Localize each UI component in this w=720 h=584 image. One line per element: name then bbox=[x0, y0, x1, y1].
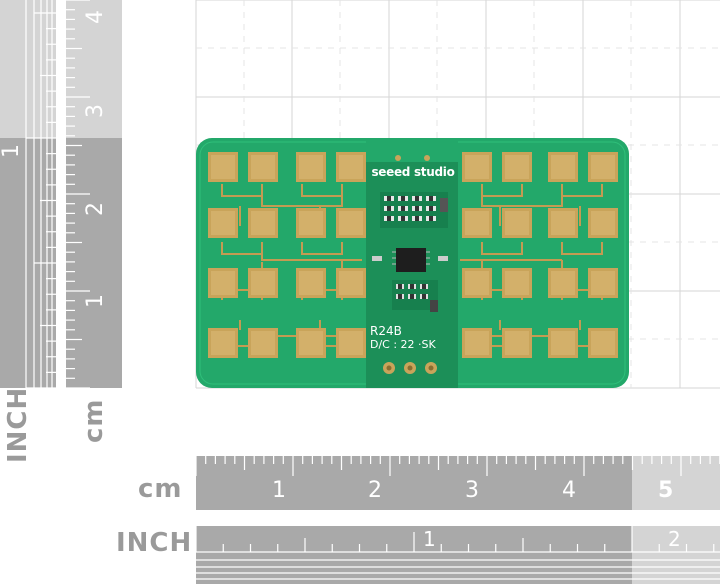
date-code-silkscreen: D/C : 22 ·SK bbox=[370, 338, 436, 351]
right-antenna-array bbox=[460, 152, 618, 358]
bottom-cm-label-1: 1 bbox=[272, 478, 287, 503]
bottom-cm-label-4: 4 bbox=[562, 478, 577, 503]
connector-pins bbox=[383, 362, 437, 374]
upper-components bbox=[380, 192, 448, 228]
model-silkscreen: R24B bbox=[370, 324, 402, 338]
radar-chip bbox=[396, 248, 426, 272]
bottom-inch-unit-label: INCH bbox=[116, 528, 193, 558]
brand-silkscreen: seeed studio bbox=[371, 165, 455, 179]
left-antenna-array bbox=[208, 152, 366, 358]
bottom-cm-label-3: 3 bbox=[465, 478, 480, 503]
lower-components bbox=[392, 280, 438, 312]
bottom-inch-label-2: 2 bbox=[668, 527, 682, 551]
bottom-inch-label-1: 1 bbox=[423, 527, 437, 551]
bottom-cm-label-5: 5 bbox=[658, 478, 675, 503]
bottom-cm-label-2: 2 bbox=[368, 478, 383, 503]
bottom-cm-unit-label: cm bbox=[138, 474, 183, 504]
